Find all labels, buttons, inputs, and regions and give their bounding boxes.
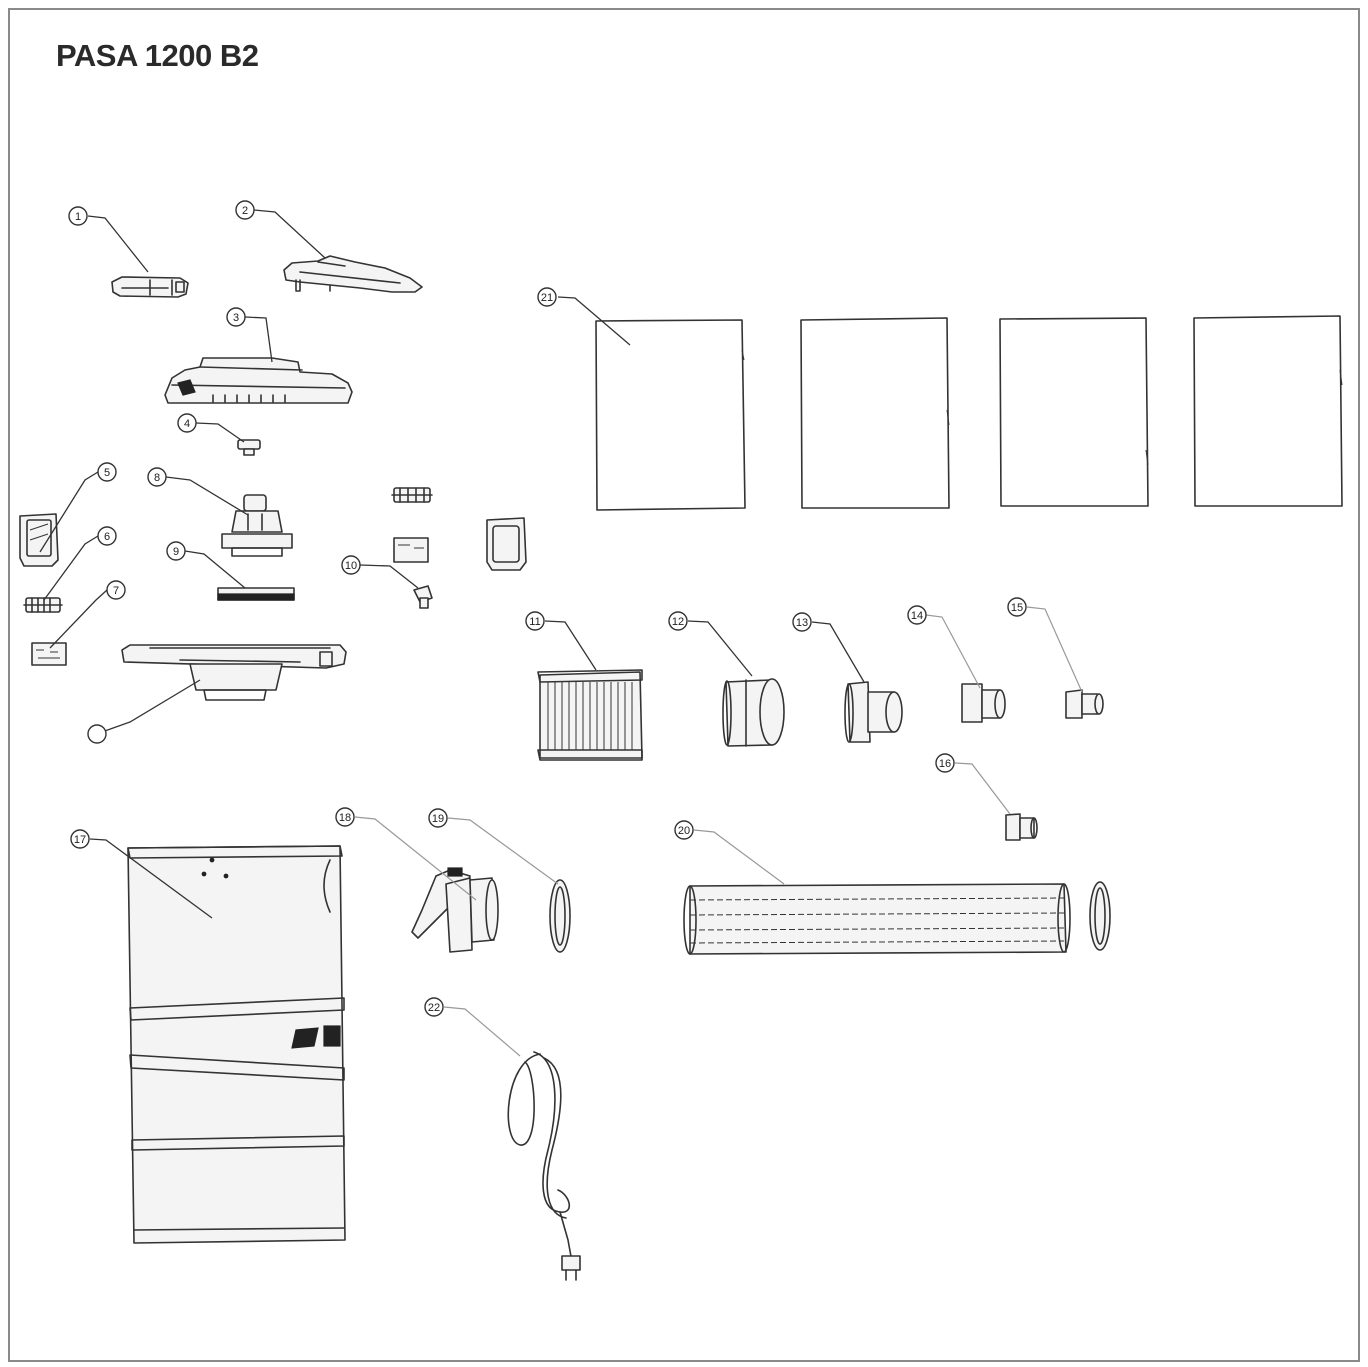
spare-battery-pack	[486, 517, 527, 571]
callout-21: 21	[537, 287, 557, 307]
part-14-adapter	[961, 683, 1006, 723]
callout-2: 2	[235, 200, 255, 220]
svg-text:4: 4	[184, 418, 190, 430]
part-8-motor	[221, 494, 293, 557]
part-9-filter-disk	[217, 587, 295, 601]
callout-16: 16	[935, 753, 955, 773]
svg-text:11: 11	[529, 616, 540, 628]
svg-text:6: 6	[104, 531, 110, 543]
leader-lines	[39, 209, 1083, 1057]
part-19-ring	[549, 879, 571, 953]
part-17-container-drum	[127, 845, 346, 1244]
callout-11: 11	[525, 611, 545, 631]
part-7-circuit-board	[31, 642, 67, 666]
part-6-connector	[23, 597, 63, 613]
svg-text:7: 7	[113, 585, 119, 597]
callout-5: 5	[97, 462, 117, 482]
svg-text:2: 2	[242, 205, 248, 217]
callout-4: 4	[177, 413, 197, 433]
callout-19: 19	[428, 808, 448, 828]
part-3-motor-housing	[164, 357, 353, 404]
part-22-power-cord	[507, 1051, 581, 1281]
callout-15: 15	[1007, 597, 1027, 617]
svg-text:3: 3	[233, 312, 239, 324]
callout-22: 22	[424, 997, 444, 1017]
part-18-inlet-elbow	[411, 867, 499, 953]
svg-text:21: 21	[541, 292, 553, 304]
svg-text:1: 1	[75, 211, 81, 223]
part-13-adapter	[844, 681, 903, 743]
spare-circuit-board	[393, 537, 429, 563]
part-20-hose	[683, 881, 1111, 955]
svg-text:8: 8	[154, 472, 160, 484]
part-15-adapter-small	[1065, 689, 1104, 719]
part-5-battery-pack	[19, 513, 59, 567]
callout-10: 10	[341, 555, 361, 575]
callout-23	[87, 724, 107, 744]
svg-text:15: 15	[1011, 602, 1023, 614]
callout-14: 14	[907, 605, 927, 625]
callout-12: 12	[668, 611, 688, 631]
svg-text:19: 19	[432, 813, 444, 825]
svg-text:17: 17	[74, 834, 86, 846]
svg-text:13: 13	[796, 617, 808, 629]
callout-13: 13	[792, 612, 812, 632]
callout-8: 8	[147, 467, 167, 487]
callout-6: 6	[97, 526, 117, 546]
part-2-top-cover	[283, 255, 423, 293]
svg-text:10: 10	[345, 560, 357, 572]
callout-1: 1	[68, 206, 88, 226]
spare-connector	[391, 487, 433, 503]
callout-17: 17	[70, 829, 90, 849]
part-4-knob	[237, 439, 261, 456]
part-21-filter-bags	[595, 315, 1343, 511]
svg-text:16: 16	[939, 758, 951, 770]
part-1-switch-button	[111, 276, 189, 298]
svg-text:12: 12	[672, 616, 684, 628]
svg-text:9: 9	[173, 546, 179, 558]
part-23-base-plate	[121, 644, 347, 701]
svg-text:18: 18	[339, 812, 351, 824]
part-10-small-part	[413, 585, 433, 609]
part-16-adapter-small	[1005, 813, 1038, 841]
svg-text:20: 20	[678, 825, 690, 837]
callout-7: 7	[106, 580, 126, 600]
callout-18: 18	[335, 807, 355, 827]
callout-3: 3	[226, 307, 246, 327]
callout-20: 20	[674, 820, 694, 840]
part-11-cartridge-filter	[537, 669, 643, 761]
part-12-adapter-large	[722, 678, 785, 747]
diagram-title: PASA 1200 B2	[56, 38, 259, 73]
svg-text:14: 14	[911, 610, 923, 622]
svg-text:22: 22	[428, 1002, 440, 1014]
svg-text:5: 5	[104, 467, 110, 479]
callout-9: 9	[166, 541, 186, 561]
